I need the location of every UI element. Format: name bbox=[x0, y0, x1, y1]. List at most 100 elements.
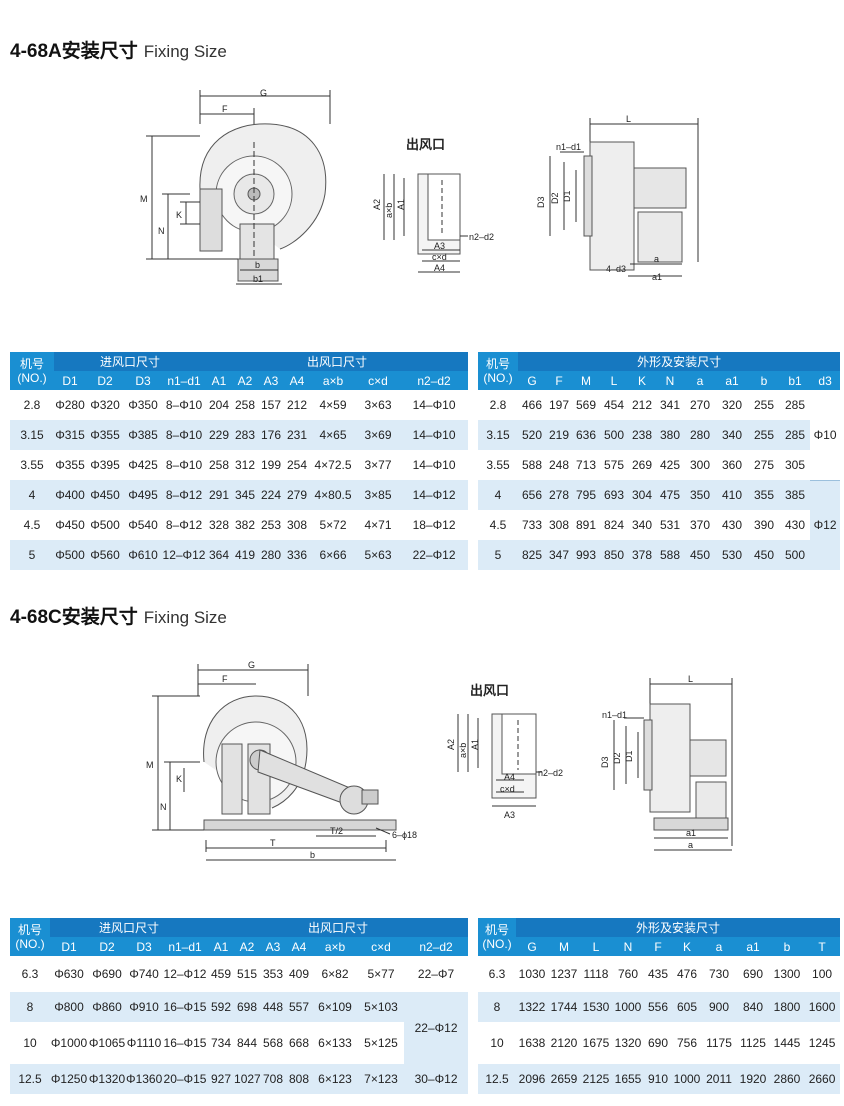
col-header: G bbox=[516, 937, 548, 956]
table-cell: 2011 bbox=[702, 1064, 736, 1094]
table-cell: 588 bbox=[518, 450, 546, 480]
table-cell: 258 bbox=[232, 390, 259, 420]
col-header: K bbox=[628, 371, 656, 390]
dim-c-d3-label: D3 bbox=[600, 756, 610, 768]
table-cell: 4×80.5 bbox=[310, 480, 357, 510]
table-cell: 1655 bbox=[612, 1064, 644, 1094]
dim-c-f-label: F bbox=[222, 674, 228, 684]
section-a-title-cn: 4-68A安装尺寸 bbox=[10, 41, 138, 62]
section-c-outline-install-table: 机号(NO.) 外形及安装尺寸 G M L N F K a a1 b T 6.3… bbox=[478, 918, 841, 1094]
table-cell: 1237 bbox=[548, 956, 580, 992]
table-cell: 6×133 bbox=[312, 1022, 359, 1064]
dim-c-g-label: G bbox=[248, 660, 255, 670]
inlet-group-header: 进风口尺寸 bbox=[54, 352, 207, 371]
table-cell: Φ400 bbox=[54, 480, 86, 510]
table-cell: 340 bbox=[628, 510, 656, 540]
table-cell: 4×65 bbox=[310, 420, 357, 450]
fan-c-side-view-drawing: L n1–d1 D3 D2 D1 a1 a bbox=[600, 674, 733, 851]
table-cell: 3×63 bbox=[356, 390, 401, 420]
table-cell: 378 bbox=[628, 540, 656, 570]
table-cell: 308 bbox=[546, 510, 572, 540]
col-header: D1 bbox=[50, 937, 88, 956]
table-cell: 353 bbox=[260, 956, 287, 992]
table-cell: 698 bbox=[234, 992, 261, 1022]
col-no-header: 机号(NO.) bbox=[10, 918, 50, 956]
table-cell: 5×63 bbox=[356, 540, 401, 570]
table-cell: 258 bbox=[206, 450, 233, 480]
table-cell: 199 bbox=[258, 450, 285, 480]
table-cell: 360 bbox=[716, 450, 748, 480]
table-cell: 1638 bbox=[516, 1022, 548, 1064]
table-cell: 12.5 bbox=[478, 1064, 516, 1094]
dim-axb-label: a×b bbox=[384, 203, 394, 218]
table-cell: 6.3 bbox=[10, 956, 50, 992]
table-cell: 850 bbox=[600, 540, 628, 570]
table-cell: 5×72 bbox=[310, 510, 357, 540]
table-cell: 3×69 bbox=[356, 420, 401, 450]
table-cell: 341 bbox=[656, 390, 684, 420]
table-cell: Φ610 bbox=[124, 540, 162, 570]
table-cell: 6×123 bbox=[312, 1064, 359, 1094]
table-cell: 16–Φ15 bbox=[162, 1022, 209, 1064]
table-cell: 2.8 bbox=[10, 390, 54, 420]
table-cell: 1445 bbox=[770, 1022, 804, 1064]
col-header: a1 bbox=[736, 937, 770, 956]
table-cell: 435 bbox=[644, 956, 672, 992]
table-cell: 450 bbox=[684, 540, 716, 570]
table-cell: 280 bbox=[258, 540, 285, 570]
table-cell: 231 bbox=[284, 420, 311, 450]
dim-a1-label: A1 bbox=[396, 199, 406, 210]
col-header: a×b bbox=[310, 371, 357, 390]
col-header: n2–d2 bbox=[404, 937, 469, 956]
section-a-title-en: Fixing Size bbox=[143, 42, 227, 61]
table-cell: 605 bbox=[672, 992, 702, 1022]
dim-c-t-label: T bbox=[270, 838, 276, 848]
table-cell: 588 bbox=[656, 540, 684, 570]
table-cell: 1800 bbox=[770, 992, 804, 1022]
dim-c-k-label: K bbox=[176, 774, 182, 784]
fan-a-front-view-drawing: G F M N K b b1 bbox=[140, 88, 331, 285]
dim-g-label: G bbox=[260, 88, 267, 98]
table-cell: 10 bbox=[10, 1022, 50, 1064]
table-cell: 6.3 bbox=[478, 956, 516, 992]
table-cell: Φ450 bbox=[86, 480, 124, 510]
table-cell: 690 bbox=[644, 1022, 672, 1064]
table-cell: Φ425 bbox=[124, 450, 162, 480]
table-cell: 6×82 bbox=[312, 956, 359, 992]
dim-m-label: M bbox=[140, 194, 148, 204]
fan-a-side-view-drawing: L n1–d1 D3 D2 D1 4–d3 a a1 bbox=[536, 114, 699, 282]
merged-d3-cell: Φ10 bbox=[810, 390, 841, 480]
table-cell: Φ740 bbox=[126, 956, 162, 992]
table-cell: 500 bbox=[600, 420, 628, 450]
table-cell: Φ1000 bbox=[50, 1022, 88, 1064]
table-cell: 7×123 bbox=[358, 1064, 405, 1094]
fan-a-outlet-drawing: A2 a×b A1 A3 c×d A4 n2–d2 bbox=[372, 173, 494, 273]
table-cell: 320 bbox=[716, 390, 748, 420]
table-cell: Φ385 bbox=[124, 420, 162, 450]
table-cell: 556 bbox=[644, 992, 672, 1022]
table-cell: 4.5 bbox=[10, 510, 54, 540]
table-cell: 425 bbox=[656, 450, 684, 480]
table-cell: 450 bbox=[748, 540, 780, 570]
table-cell: 5×125 bbox=[358, 1022, 405, 1064]
table-cell: 12–Φ12 bbox=[162, 956, 209, 992]
col-header: c×d bbox=[356, 371, 401, 390]
table-cell: 204 bbox=[206, 390, 233, 420]
dim-c-n-label: N bbox=[160, 802, 167, 812]
col-header: L bbox=[580, 937, 612, 956]
table-cell: Φ450 bbox=[54, 510, 86, 540]
col-header: b bbox=[748, 371, 780, 390]
table-cell: 1322 bbox=[516, 992, 548, 1022]
col-header: b bbox=[770, 937, 804, 956]
table-cell: 459 bbox=[208, 956, 235, 992]
outline-group-header: 外形及安装尺寸 bbox=[518, 352, 841, 371]
fan-c-front-view-drawing: G F M K N T/2 T b 6–ϕ18 bbox=[146, 660, 417, 861]
table-cell: 1030 bbox=[516, 956, 548, 992]
outlet-group-header: 出风口尺寸 bbox=[208, 918, 469, 937]
table-cell: 304 bbox=[628, 480, 656, 510]
table-cell: Φ1250 bbox=[50, 1064, 88, 1094]
table-cell: 2096 bbox=[516, 1064, 548, 1094]
table-cell: 248 bbox=[546, 450, 572, 480]
